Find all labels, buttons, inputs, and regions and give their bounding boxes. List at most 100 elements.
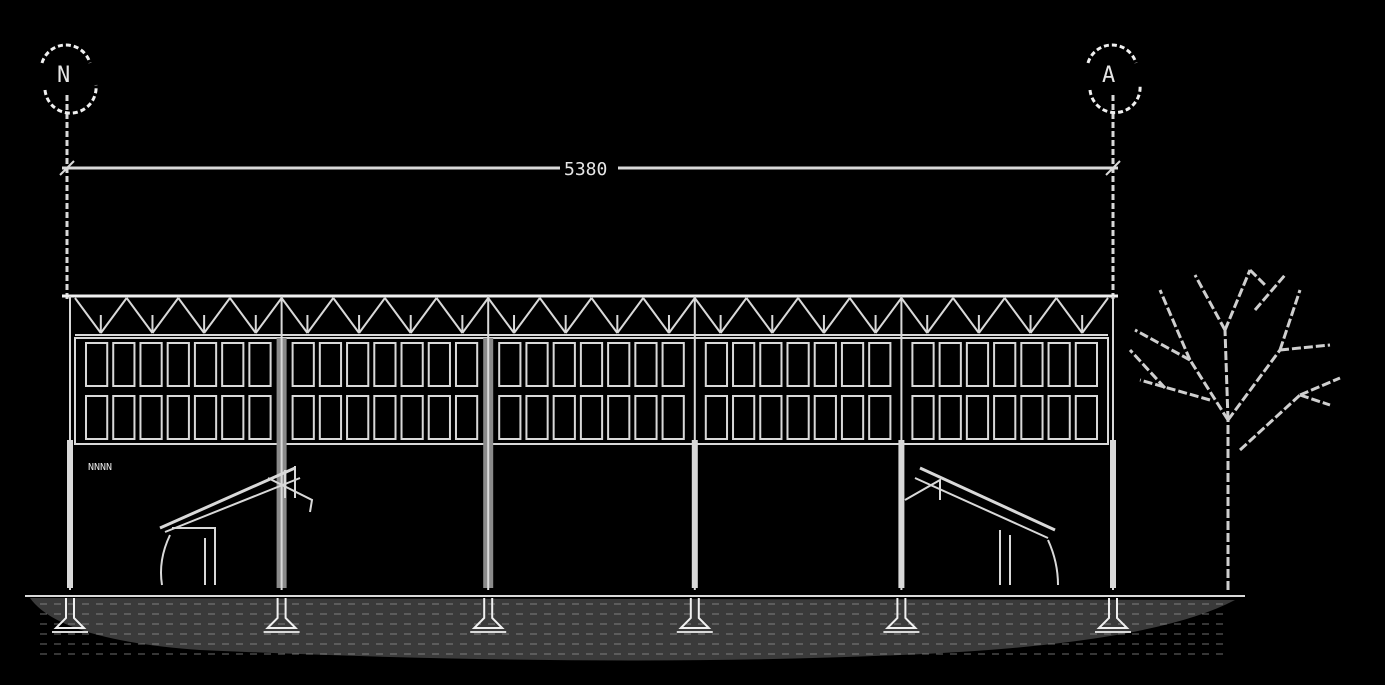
window-pane [661, 395, 685, 440]
ground-hatch [25, 595, 1245, 661]
truss-member [797, 297, 825, 334]
truss-member [125, 297, 154, 334]
window-pane [938, 395, 962, 440]
truss-member [616, 297, 644, 334]
truss-member [100, 297, 128, 334]
window-pane [1047, 395, 1071, 440]
window-pane [221, 395, 245, 440]
window-pane [112, 395, 136, 440]
window-pane [607, 342, 631, 387]
window-pane [400, 342, 424, 387]
window-pane [373, 395, 397, 440]
truss-member [384, 297, 412, 334]
truss-member [409, 297, 438, 334]
window-pane [318, 395, 343, 440]
window-pane [427, 342, 451, 387]
truss-member [74, 297, 102, 334]
window-pane [166, 342, 190, 387]
footing-icon [52, 598, 88, 633]
tree-icon [1128, 268, 1341, 590]
window-pane [112, 342, 136, 387]
window-pane [840, 342, 865, 387]
footing-icon [263, 598, 300, 633]
truss-member [719, 297, 748, 334]
window-pane [732, 395, 756, 440]
truss-member [1003, 297, 1032, 334]
dimension-line: 5380 [59, 158, 1121, 180]
truss-member [254, 297, 283, 334]
window-pane [661, 342, 685, 387]
window-pane [634, 342, 658, 387]
truss-member [978, 297, 1006, 334]
window-pane [400, 395, 424, 440]
window-pane [85, 395, 109, 440]
stair-ramp-icon [904, 466, 1059, 586]
window-pane [318, 342, 343, 387]
window-pane [607, 395, 631, 440]
truss-member [874, 297, 903, 334]
window-pane [840, 395, 865, 440]
window-pane [813, 395, 837, 440]
columns [67, 296, 1116, 590]
truss-member [564, 297, 593, 334]
window-pane [291, 342, 315, 387]
footing-icon [676, 598, 713, 633]
dimension-label: 5380 [564, 159, 607, 180]
window-pane [427, 395, 451, 440]
window-pane [704, 342, 729, 387]
footing-icon [470, 598, 507, 633]
window-pane [346, 342, 370, 387]
window-pane [139, 342, 163, 387]
truss-member [177, 297, 205, 334]
window-band [74, 337, 1109, 445]
window-pane [248, 342, 272, 387]
window-pane [454, 342, 479, 387]
truss-member [926, 297, 954, 334]
truss-member [151, 297, 180, 334]
window-pane [193, 342, 218, 387]
window-pane [346, 395, 370, 440]
truss-member [952, 297, 980, 334]
level-note: NNNN [88, 462, 112, 473]
window-pane [704, 395, 729, 440]
window-pane [993, 342, 1017, 387]
window-pane [579, 395, 604, 440]
window-pane [525, 395, 549, 440]
window-pane [139, 395, 163, 440]
truss-member [668, 297, 696, 334]
window-pane [993, 395, 1017, 440]
window-pane [498, 342, 522, 387]
axis-right: A [1086, 43, 1142, 300]
truss-member [823, 297, 851, 334]
window-pane [248, 395, 272, 440]
window-pane [193, 395, 218, 440]
window-pane [965, 342, 990, 387]
grid-axis-marker-icon [1086, 43, 1142, 115]
truss-member [900, 297, 929, 334]
window-pane [938, 342, 962, 387]
truss-member [461, 297, 490, 334]
window-pane [166, 395, 190, 440]
window-pane [813, 342, 837, 387]
window-pane [552, 342, 576, 387]
truss-member [229, 297, 257, 334]
window-pane [759, 395, 783, 440]
truss-member [642, 297, 670, 334]
truss-member [539, 297, 567, 334]
window-pane [732, 342, 756, 387]
axis-label-left: N [57, 63, 70, 88]
truss-member [513, 297, 541, 334]
window-pane [786, 342, 810, 387]
truss-member [590, 297, 619, 334]
window-pane [525, 342, 549, 387]
footing-icon [1095, 598, 1131, 633]
window-pane [868, 395, 892, 440]
truss-member [280, 297, 309, 334]
truss-member [203, 297, 231, 334]
window-pane [579, 342, 604, 387]
window-pane [1020, 395, 1044, 440]
window-pane [1020, 342, 1044, 387]
window-pane [85, 342, 109, 387]
